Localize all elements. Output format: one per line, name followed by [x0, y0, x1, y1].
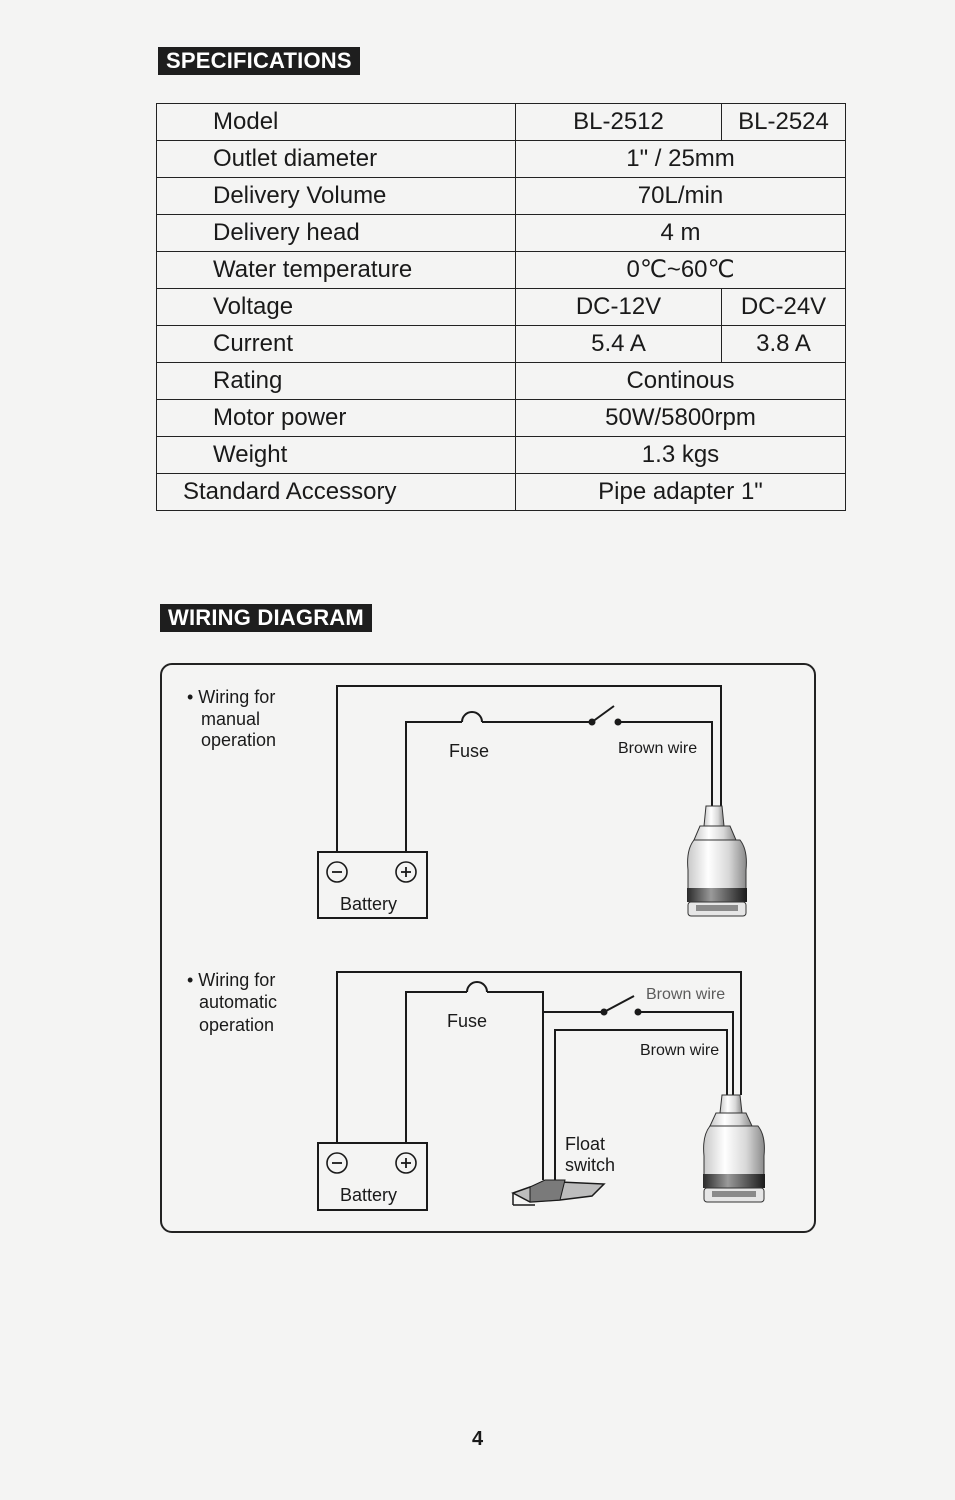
battery-label: Battery: [340, 894, 397, 914]
row-value: 5.4 A: [515, 325, 722, 363]
row-value: DC-24V: [721, 288, 846, 326]
positive-terminal-icon: [395, 1152, 417, 1174]
positive-wire: [405, 721, 462, 852]
float-switch-icon: [511, 1179, 606, 1206]
row-value: Continous: [515, 362, 846, 400]
battery: Battery: [317, 1142, 428, 1211]
caption-line: manual: [201, 709, 260, 729]
row-value: 70L/min: [515, 177, 846, 215]
row-label: Water temperature: [156, 251, 516, 289]
row-value: BL-2524: [721, 103, 846, 141]
wiring-diagram-heading: WIRING DIAGRAM: [160, 604, 372, 632]
brown-wire: [554, 1029, 728, 1180]
float-switch-label: switch: [565, 1155, 615, 1175]
manual-wiring-caption: • Wiring for manual operation: [187, 687, 276, 750]
positive-wire: [487, 991, 602, 1013]
negative-wire: [336, 971, 742, 1143]
table-row: Delivery head 4 m: [156, 214, 846, 252]
row-value: 50W/5800rpm: [515, 399, 846, 437]
battery: Battery: [317, 851, 428, 919]
specifications-heading: SPECIFICATIONS: [158, 47, 360, 75]
row-label: Delivery Volume: [156, 177, 516, 215]
switch-contact: [634, 1008, 642, 1016]
caption-line: • Wiring for: [187, 687, 275, 707]
caption-line: operation: [199, 1015, 274, 1035]
pump-icon: [703, 1094, 765, 1203]
brown-wire: [620, 721, 713, 822]
row-value: 3.8 A: [721, 325, 846, 363]
page-number: 4: [471, 1428, 484, 1450]
battery-label: Battery: [340, 1185, 397, 1205]
row-label: Standard Accessory: [156, 473, 516, 511]
switch-contact: [614, 718, 622, 726]
negative-wire: [336, 685, 722, 852]
fuse-label: Fuse: [449, 741, 489, 761]
table-row: Model BL-2512 BL-2524: [156, 103, 846, 141]
brown-wire: [640, 1011, 734, 1095]
table-row: Weight 1.3 kgs: [156, 436, 846, 474]
positive-terminal-icon: [395, 861, 417, 883]
float-switch-label: Float: [565, 1134, 605, 1154]
manual-wires: [336, 685, 722, 852]
switch-lever: [591, 705, 615, 723]
fuse-symbol: [466, 981, 488, 993]
row-value: 0℃~60℃: [515, 251, 846, 289]
negative-terminal-icon: [326, 861, 348, 883]
automatic-wires: [336, 971, 742, 1180]
row-label: Model: [156, 103, 516, 141]
fuse-symbol: [461, 711, 483, 723]
switch-lever: [603, 995, 635, 1013]
pump-icon: [687, 805, 747, 917]
specifications-table: Model BL-2512 BL-2524 Outlet diameter 1"…: [156, 103, 846, 511]
row-value: Pipe adapter 1": [515, 473, 846, 511]
caption-line: • Wiring for: [187, 970, 275, 990]
table-row: Delivery Volume 70L/min: [156, 177, 846, 215]
fuse-label: Fuse: [447, 1011, 487, 1031]
table-row: Water temperature 0℃~60℃: [156, 251, 846, 289]
positive-wire: [405, 991, 467, 1143]
table-row: Motor power 50W/5800rpm: [156, 399, 846, 437]
row-label: Delivery head: [156, 214, 516, 252]
caption-line: automatic: [199, 992, 277, 1012]
caption-line: operation: [201, 730, 276, 750]
negative-terminal-icon: [326, 1152, 348, 1174]
wiring-diagram-frame: [160, 663, 816, 1233]
table-row: Standard Accessory Pipe adapter 1": [156, 473, 846, 511]
brown-wire-label: Brown wire: [618, 740, 697, 757]
brown-wire-label: Brown wire: [640, 1042, 719, 1059]
row-value: 1" / 25mm: [515, 140, 846, 178]
brown-wire-label: Brown wire: [646, 986, 725, 1003]
automatic-wiring-caption: • Wiring for automatic operation: [187, 970, 277, 1035]
